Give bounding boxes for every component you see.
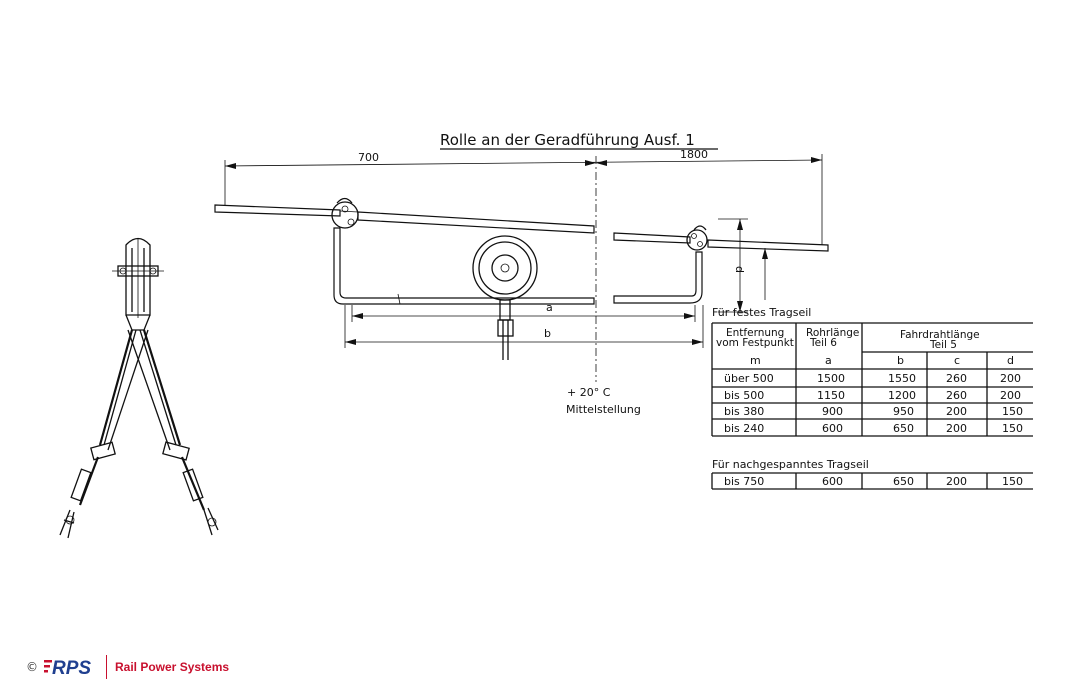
cell-d: 200	[1000, 372, 1021, 385]
cell-d: 150	[1002, 422, 1023, 435]
mid-position-note: Mittelstellung	[566, 403, 641, 416]
header-distance-line1: Entfernung	[726, 327, 784, 339]
cell-c: 200	[946, 475, 967, 488]
cell-d: 150	[1002, 405, 1023, 418]
left-support-tube	[214, 204, 595, 234]
right-clamp	[686, 225, 708, 251]
subheader-c: c	[954, 354, 960, 367]
copyright-symbol: ©	[26, 660, 38, 674]
rps-logo: RPS	[44, 656, 100, 678]
cell-distance: bis 380	[724, 405, 764, 418]
table-tensioned-caption: Für nachgespanntes Tragseil	[712, 458, 869, 471]
subheader-m: m	[750, 354, 761, 367]
cell-b: 950	[893, 405, 914, 418]
roller-wheel	[472, 235, 538, 360]
side-view-assembly	[59, 237, 219, 539]
header-wire-length-line2: Teil 5	[929, 339, 957, 351]
table-row: bis 500 1150 1200 260 200	[724, 389, 1021, 402]
left-clamp	[331, 197, 359, 229]
cell-b: 1200	[888, 389, 916, 402]
table-row: bis 750 600 650 200 150	[724, 475, 1023, 488]
logo-text: RPS	[52, 658, 91, 678]
cell-distance: bis 240	[724, 422, 764, 435]
table-fixed-caption: Für festes Tragseil	[712, 306, 811, 319]
cell-distance: über 500	[724, 372, 774, 385]
dimension-700: 700	[358, 151, 379, 164]
guide-rod	[333, 227, 703, 305]
table-tensioned-grid	[711, 472, 1033, 490]
rps-logo-icon: RPS	[44, 658, 91, 678]
header-tube-length-line1: Rohrlänge	[806, 327, 859, 339]
dimension-a-line	[351, 305, 696, 322]
subheader-b: b	[897, 354, 904, 367]
header-wire-length-line1: Fahrdrahtlänge	[900, 329, 980, 341]
cell-a: 1500	[817, 372, 845, 385]
header-tube-length-line2: Teil 6	[809, 337, 837, 349]
cell-distance: bis 750	[724, 475, 764, 488]
brand-name: Rail Power Systems	[115, 660, 230, 674]
cell-a: 600	[822, 475, 843, 488]
table-row: bis 380 900 950 200 150	[724, 405, 1023, 418]
cell-c: 200	[946, 422, 967, 435]
cell-d: 200	[1000, 389, 1021, 402]
dimension-d-line	[718, 218, 768, 313]
temperature-note: + 20° C	[567, 386, 611, 399]
cell-a: 1150	[817, 389, 845, 402]
cell-a: 900	[822, 405, 843, 418]
subheader-a: a	[825, 354, 832, 367]
right-support-tube	[613, 232, 829, 252]
header-distance-line2: vom Festpunkt	[716, 337, 794, 349]
cell-distance: bis 500	[724, 389, 764, 402]
subheader-d: d	[1007, 354, 1014, 367]
table-fixed-grid	[711, 322, 1033, 437]
dimension-a-label: a	[546, 301, 553, 314]
cell-b: 650	[893, 422, 914, 435]
logo-separator	[106, 655, 107, 679]
cell-c: 200	[946, 405, 967, 418]
cell-c: 260	[946, 389, 967, 402]
cell-a: 600	[822, 422, 843, 435]
table-row: bis 240 600 650 200 150	[724, 422, 1023, 435]
cell-b: 650	[893, 475, 914, 488]
dimension-b-label: b	[544, 327, 551, 340]
footer: © RPS Rail Power Systems	[26, 654, 229, 680]
top-dimension-line	[224, 154, 823, 248]
dimension-b-line	[344, 305, 704, 348]
cell-d: 150	[1002, 475, 1023, 488]
cell-c: 260	[946, 372, 967, 385]
table-row: über 500 1500 1550 260 200	[724, 372, 1021, 385]
dimension-1800: 1800	[680, 148, 708, 161]
cell-b: 1550	[888, 372, 916, 385]
dimension-d-label: d	[733, 266, 746, 273]
drawing-title: Rolle an der Geradführung Ausf. 1	[440, 131, 695, 149]
